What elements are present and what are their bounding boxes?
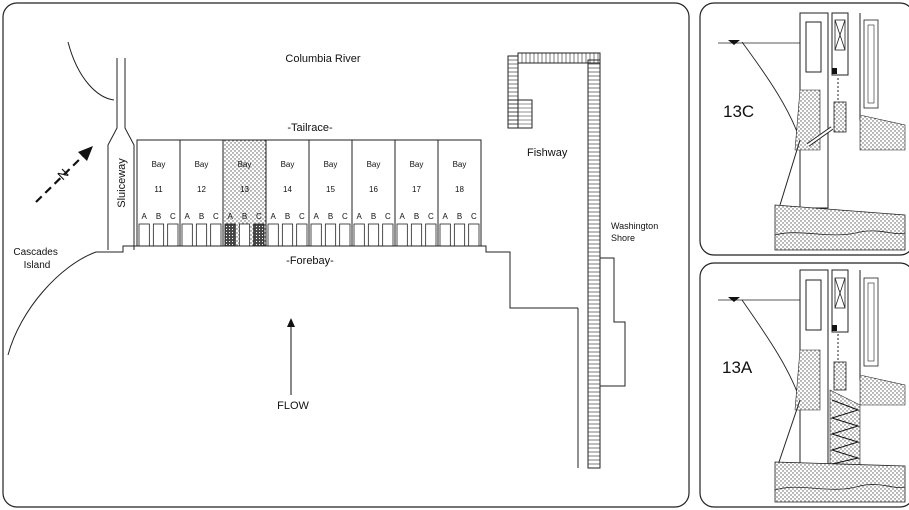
bay-word: Bay [195,160,209,169]
intake-gate-12-C [210,223,222,247]
river-label: Columbia River [285,53,361,65]
intake-gate-16-B [367,223,380,247]
bay-number: 13 [240,185,249,194]
gate-letter-18-A: A [442,212,448,221]
gate-letter-16-A: A [356,212,362,221]
intake-gate-14-B [281,223,294,247]
gate-letter-11-B: B [156,212,161,221]
plan-panel [2,2,690,508]
section-panel-13c: 13C [699,2,909,256]
washington-shore-label: Washington Shore [611,221,661,243]
gate-letter-18-C: C [471,212,477,221]
intake-gate-14-A [267,223,279,247]
gate-letter-11-C: C [170,212,176,221]
bay-number: 11 [154,185,163,194]
flow-label: FLOW [277,400,309,412]
intake-gate-15-C [339,223,351,247]
bay-number: 17 [412,185,421,194]
gate-letter-15-C: C [342,212,348,221]
bay-word: Bay [367,160,381,169]
intake-gate-17-C [425,223,437,247]
gate-letter-12-A: A [184,212,190,221]
intake-gate-18-A [439,223,451,247]
section-panel-13a: 13A [699,262,909,508]
gate-letter-12-B: B [199,212,204,221]
fishway-label: Fishway [527,147,568,159]
gate-letter-16-B: B [371,212,376,221]
bay-word: Bay [410,160,424,169]
intake-gate-15-B [324,223,337,247]
intake-gate-15-A [310,223,322,247]
intake-gate-11-C [167,223,179,247]
bay-number: 12 [197,185,206,194]
intake-gate-17-B [410,223,423,247]
bay-word: Bay [281,160,295,169]
intake-gate-16-A [353,223,365,247]
bay-word: Bay [324,160,338,169]
bay-word: Bay [238,160,252,169]
sluiceway-label: Sluiceway [116,158,128,208]
intake-gate-16-C [382,223,394,247]
intake-gate-17-A [396,223,408,247]
gate-letter-17-A: A [399,212,405,221]
intake-gate-12-A [181,223,193,247]
intake-gate-11-A [138,223,150,247]
gate-letter-16-C: C [385,212,391,221]
north-arrow: N [35,146,93,203]
intake-gate-13-B [238,223,251,247]
gate-letter-17-C: C [428,212,434,221]
section-bottom-label: 13A [722,358,753,377]
water-level-marker [728,40,740,45]
flow-arrow [287,318,295,395]
bay-number: 14 [283,185,292,194]
tailrace-label: -Tailrace- [287,122,333,134]
intake-gate-12-B [195,223,208,247]
gate-letter-13-A: A [227,212,233,221]
water-level-marker [728,297,740,302]
bay-number: 16 [369,185,378,194]
intake-gate-18-B [453,223,466,247]
intake-gate-13-C [253,223,265,247]
fishway-ladder [507,52,601,469]
cascades-island-label: Cascades Island [13,247,60,271]
gate-letter-14-A: A [270,212,276,221]
gate-letter-13-C: C [256,212,262,221]
gate-letter-13-B: B [242,212,247,221]
gate-letter-17-B: B [414,212,419,221]
gate-letter-15-A: A [313,212,319,221]
bay-word: Bay [152,160,166,169]
forebay-label: -Forebay- [286,255,334,267]
section-top-label: 13C [723,102,754,121]
intake-gate-13-A [224,223,236,247]
intake-gate-11-B [152,223,165,247]
fishway-entrance [507,99,533,129]
bay-number: 15 [326,185,335,194]
intake-gate-14-C [296,223,308,247]
bay-word: Bay [453,160,467,169]
gate-letter-15-B: B [328,212,333,221]
sluiceway-channel [107,58,135,250]
gate-letter-11-A: A [141,212,147,221]
forebay-outline [7,245,562,356]
intake-gate-18-C [468,223,480,247]
washington-shore-outline [600,257,626,387]
bay-number: 18 [455,185,464,194]
gate-letter-14-B: B [285,212,290,221]
gate-letter-12-C: C [213,212,219,221]
upper-shoreline [67,41,115,101]
gate-letter-18-B: B [457,212,462,221]
gate-letter-14-C: C [299,212,305,221]
